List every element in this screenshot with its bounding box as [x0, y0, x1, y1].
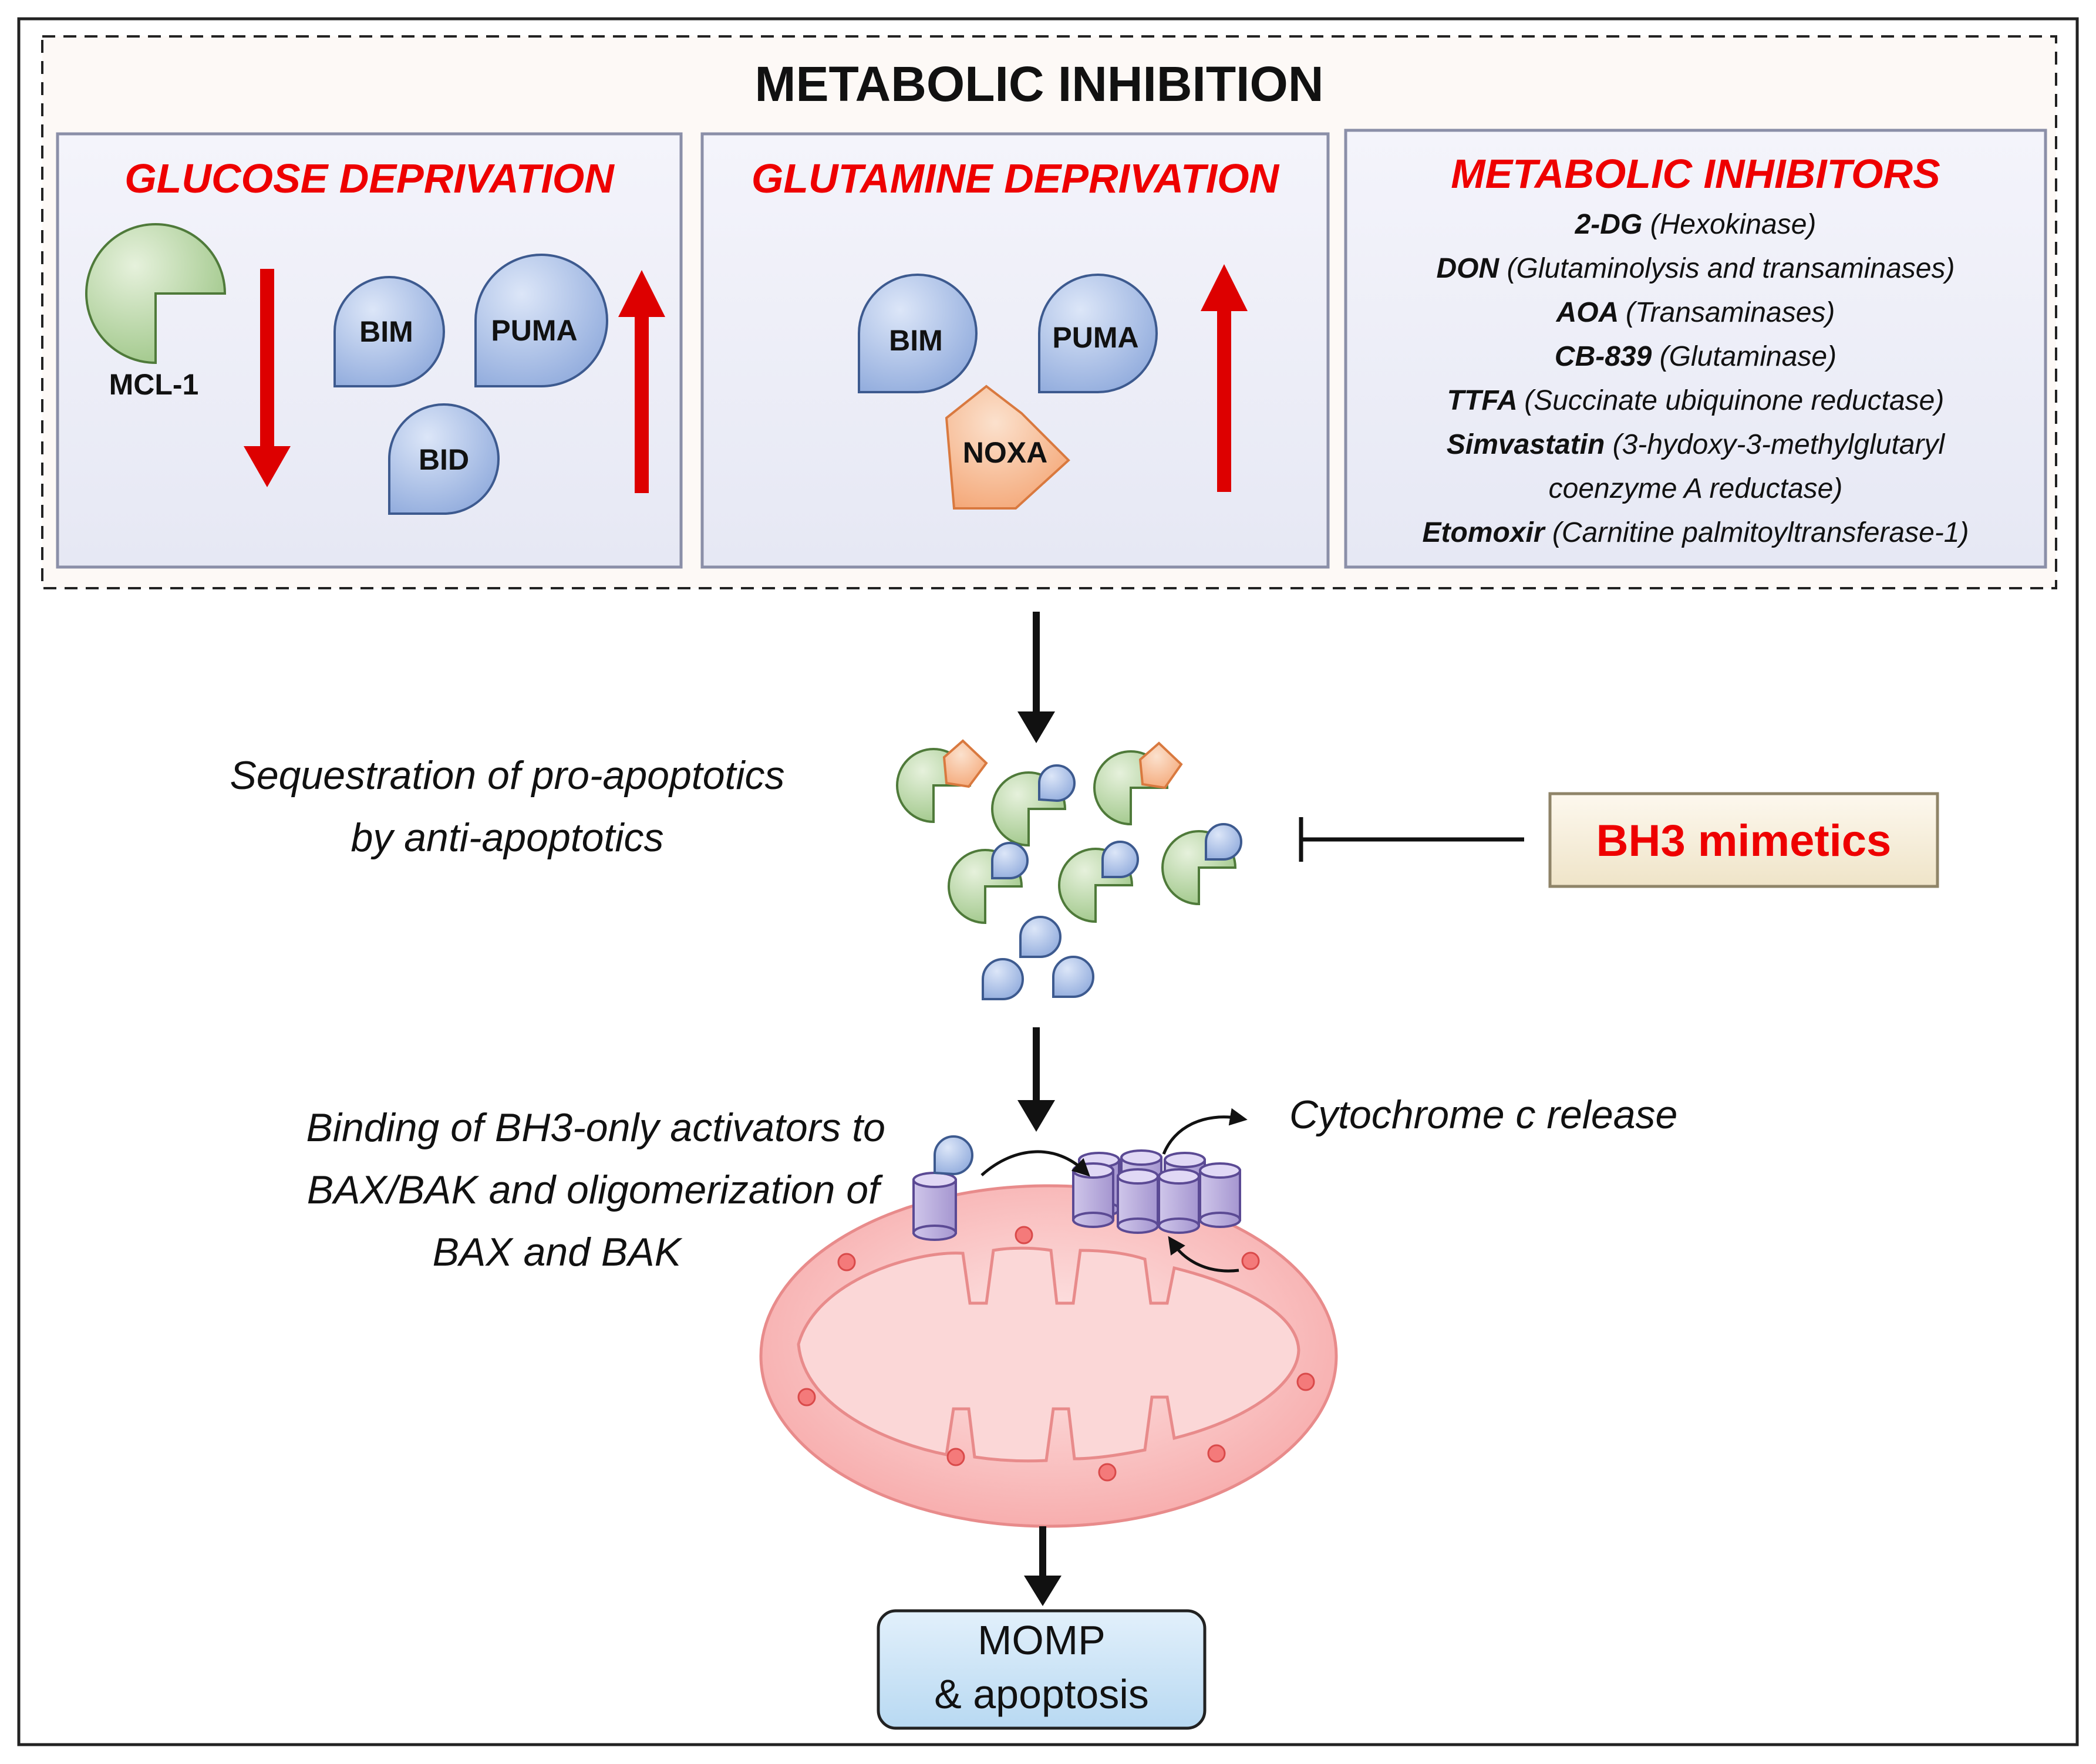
free-pro-apoptotic	[1052, 956, 1094, 998]
up-arrow-head	[1201, 264, 1248, 311]
sequestration-cluster	[896, 739, 1242, 1000]
inhibitor-drug: DON	[1437, 253, 1507, 284]
momp-label-line-2: & apoptosis	[934, 1671, 1149, 1717]
mito-dots	[797, 1226, 1315, 1482]
inhibitor-item: AOA (Transaminases)	[1556, 297, 1835, 328]
inhibitor-drug: Simvastatin	[1447, 429, 1613, 460]
flow-arrow-3-head	[1024, 1576, 1062, 1606]
inhibitors-panel: METABOLIC INHIBITORS 2-DG (Hexokinase) DO…	[1344, 129, 2047, 569]
complex-5	[948, 842, 1029, 925]
up-arrow-head	[618, 270, 665, 317]
inhibitor-list: 2-DG (Hexokinase) DON (Glutaminolysis and…	[1423, 209, 1969, 548]
puma-shape	[474, 254, 608, 387]
bim-label: BIM	[889, 324, 943, 357]
inhibitor-item: Etomoxir (Carnitine palmitoyltransferase…	[1423, 517, 1969, 548]
binding-text-line-2: BAX/BAK and oligomerization of	[307, 1168, 883, 1212]
cytochrome-curved-arrow	[1162, 1108, 1248, 1155]
complex-6	[1058, 841, 1139, 923]
inhibitor-item: CB-839 (Glutaminase)	[1555, 341, 1836, 372]
bid-shape	[388, 403, 500, 515]
binding-curved-arrow	[980, 1150, 1090, 1177]
glucose-panel-title: GLUCOSE DEPRIVATION	[124, 156, 615, 201]
bax-bak-oligomer	[1072, 1149, 1241, 1234]
inhibitor-target-continued: coenzyme A reductase)	[1549, 473, 1843, 504]
noxa-label: NOXA	[963, 436, 1047, 469]
complex-4	[1161, 823, 1242, 906]
glucose-panel: GLUCOSE DEPRIVATION MCL-1 BIM PUMA BID	[56, 132, 683, 569]
inhibitor-item: 2-DG (Hexokinase)	[1575, 209, 1817, 240]
inhibitor-target: (Carnitine palmitoyltransferase-1)	[1552, 517, 1969, 548]
main-title: METABOLIC INHIBITION	[754, 56, 1323, 112]
inhibitor-target: (3-hydoxy-3-methylglutaryl	[1613, 429, 1946, 460]
bh3-mimetics-label: BH3 mimetics	[1596, 816, 1892, 866]
puma-label: PUMA	[491, 314, 577, 347]
oligomer-cylinder	[1072, 1162, 1114, 1228]
inhibitor-target: (Glutaminolysis and transaminases)	[1507, 253, 1955, 284]
sequestration-text-line-2: by anti-apoptotics	[351, 815, 664, 860]
inhibitor-drug: 2-DG	[1575, 209, 1650, 240]
inhibitor-drug: CB-839	[1555, 341, 1660, 372]
inhibitor-target: (Transaminases)	[1626, 297, 1835, 328]
inhibitor-item: DON (Glutaminolysis and transaminases)	[1437, 253, 1955, 284]
complex-2	[991, 764, 1076, 847]
bh3-mimetics-box	[1548, 792, 1939, 888]
mcl1-label: MCL-1	[109, 368, 199, 401]
inhibitor-target: (Glutaminase)	[1660, 341, 1836, 372]
glutamine-panel: GLUTAMINE DEPRIVATION BIM PUMA NOXA	[700, 132, 1330, 569]
oligomer-cylinder	[1117, 1168, 1159, 1234]
flow-arrow-2-head	[1017, 1100, 1055, 1132]
bid-label: BID	[419, 443, 469, 476]
complex-1	[896, 739, 988, 824]
momp-box	[877, 1609, 1207, 1730]
oligomer-cylinder	[1158, 1168, 1200, 1234]
bax-monomer	[912, 1135, 973, 1241]
inhibitor-item: Simvastatin (3-hydoxy-3-methylglutaryl	[1447, 429, 1946, 460]
inhibitors-panel-title: METABOLIC INHIBITORS	[1451, 151, 1940, 197]
inhibitor-drug: Etomoxir	[1423, 517, 1552, 548]
mcl1-shape	[85, 223, 227, 365]
noxa-shape	[945, 384, 1070, 510]
glutamine-panel-title: GLUTAMINE DEPRIVATION	[752, 156, 1280, 201]
puma-shape	[1038, 274, 1158, 393]
bim-shape	[858, 274, 978, 393]
free-pro-apoptotic	[982, 958, 1024, 1000]
down-arrow-head	[244, 446, 291, 487]
binding-text-line-3: BAX and BAK	[433, 1230, 683, 1274]
mitochondrion	[759, 1184, 1338, 1528]
binding-text-line-1: Binding of BH3-only activators to	[306, 1105, 886, 1150]
oligomer-cylinder	[1199, 1162, 1241, 1228]
bim-shape	[333, 276, 445, 387]
cytochrome-text: Cytochrome c release	[1289, 1092, 1677, 1137]
bim-label: BIM	[359, 315, 413, 348]
inhibitor-drug: AOA	[1556, 297, 1626, 328]
sequestration-text-line-1: Sequestration of pro-apoptotics	[230, 753, 784, 798]
complex-3	[1093, 741, 1183, 826]
inhibitor-target: (Hexokinase)	[1650, 209, 1817, 240]
puma-label: PUMA	[1052, 321, 1138, 354]
flow-arrow-1-head	[1017, 711, 1055, 743]
inhibitor-item: TTFA (Succinate ubiquinone reductase)	[1447, 385, 1945, 416]
momp-label-line-1: MOMP	[978, 1617, 1106, 1663]
inhibitor-target: (Succinate ubiquinone reductase)	[1524, 385, 1944, 416]
inhibitor-drug: TTFA	[1447, 385, 1525, 416]
free-pro-apoptotic	[1019, 916, 1062, 958]
reinsertion-curved-arrow	[1168, 1236, 1239, 1273]
mito-cristae	[797, 1246, 1300, 1463]
